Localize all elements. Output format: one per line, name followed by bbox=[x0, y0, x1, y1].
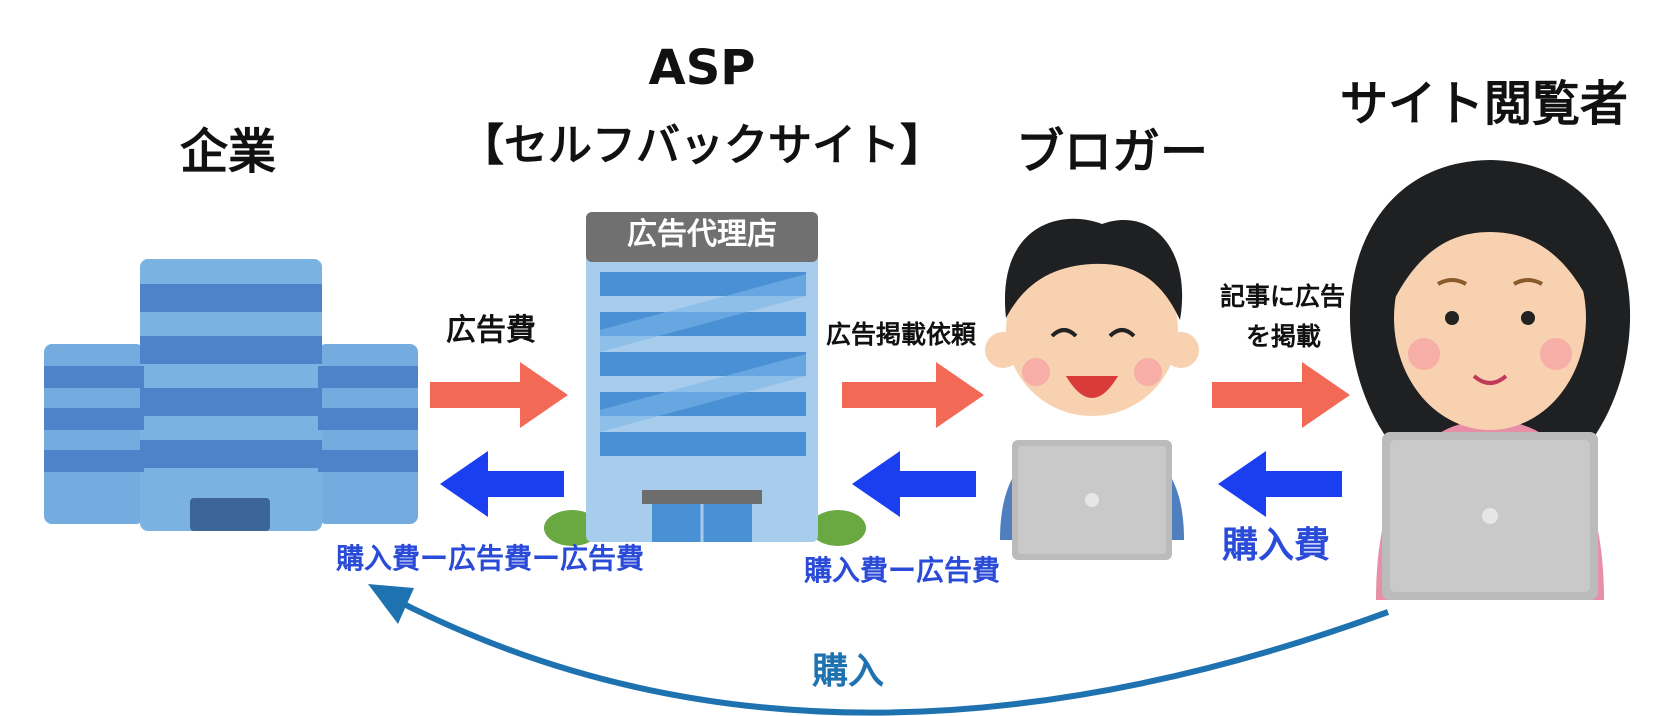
asp-to-company-label: 購入費ー広告費ー広告費 bbox=[336, 542, 645, 575]
arrow-blogger-to-viewer bbox=[1212, 362, 1350, 428]
arrow-asp-to-blogger bbox=[842, 362, 984, 428]
blogger-to-viewer-label-line2: を掲載 bbox=[1246, 322, 1322, 351]
asp-sign-text: 広告代理店 bbox=[627, 217, 777, 252]
arrow-viewer-to-blogger bbox=[1218, 451, 1342, 517]
asp-to-blogger-label: 広告掲載依頼 bbox=[826, 320, 977, 349]
asp-label-line1: ASP bbox=[648, 40, 756, 96]
blogger-to-asp-label: 購入費ー広告費 bbox=[804, 554, 1001, 587]
asp-building-icon bbox=[544, 212, 866, 546]
blogger-icon bbox=[985, 218, 1199, 560]
blogger-label: ブロガー bbox=[1016, 124, 1209, 180]
company-label: 企業 bbox=[180, 124, 277, 180]
forward-arrows bbox=[430, 362, 1350, 428]
viewer-label: サイト閲覧者 bbox=[1340, 76, 1629, 132]
company-to-asp-label: 広告費 bbox=[446, 313, 536, 348]
arrow-blogger-to-asp bbox=[852, 451, 976, 517]
arrow-asp-to-company bbox=[440, 451, 564, 517]
return-arrows bbox=[440, 451, 1342, 517]
purchase-arc bbox=[368, 584, 1390, 716]
viewer-to-blogger-label: 購入費 bbox=[1222, 525, 1331, 566]
arrow-company-to-asp bbox=[430, 362, 568, 428]
company-building-icon bbox=[44, 259, 418, 531]
asp-label-line2: 【セルフバックサイト】 bbox=[460, 120, 944, 171]
viewer-icon bbox=[1349, 160, 1631, 600]
blogger-to-viewer-label-line1: 記事に広告 bbox=[1220, 282, 1346, 311]
purchase-label: 購入 bbox=[812, 651, 885, 692]
